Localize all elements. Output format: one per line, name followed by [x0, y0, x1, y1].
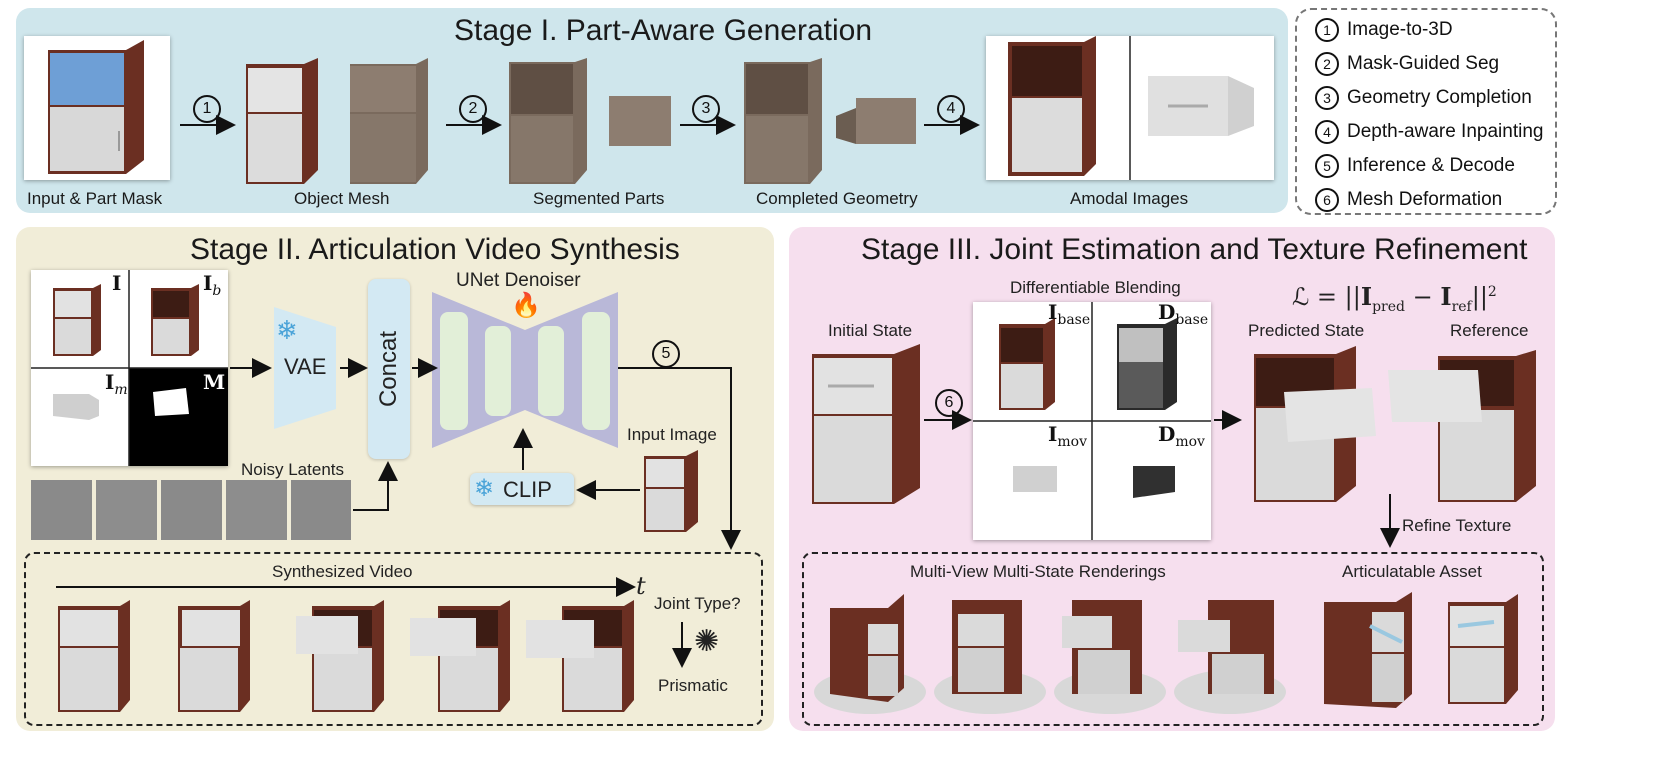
noisy-latents-label: Noisy Latents	[241, 460, 344, 479]
fire-icon: 🔥	[511, 292, 541, 319]
frame-2	[178, 600, 250, 712]
multi-view-renderings	[814, 594, 1286, 714]
blend-label-dbase: Dbase	[1158, 300, 1209, 328]
input-part-mask-image	[24, 36, 170, 180]
segmented-parts-illustration	[509, 58, 671, 184]
differentiable-blending-label: Differentiable Blending	[1010, 278, 1181, 297]
noisy-latents-strip	[31, 480, 351, 540]
blend-label-ibase: Ibase	[1048, 300, 1091, 328]
grid-label-i: I	[112, 271, 122, 295]
vae-label: VAE	[284, 354, 327, 379]
concat-label: Concat	[375, 330, 402, 408]
completed-geometry-illustration	[744, 58, 916, 184]
vae-block	[274, 307, 336, 429]
input-image-cabinet	[644, 450, 698, 532]
conditioning-grid-illustration	[31, 270, 228, 466]
articulatable-asset	[1324, 592, 1518, 708]
step3-marker: 3	[692, 95, 720, 123]
unet-block	[432, 292, 618, 448]
loss-formula: ℒ = ||Ipred − Iref||2	[1292, 282, 1497, 315]
frame-3	[296, 600, 384, 712]
amodal-images-box	[986, 36, 1274, 180]
blending-grid	[973, 302, 1211, 540]
asset-view-1	[1324, 592, 1412, 708]
render-2	[934, 600, 1046, 714]
object-mesh-illustration	[246, 58, 428, 184]
stage1-title: Stage I. Part-Aware Generation	[454, 14, 873, 47]
concat-block	[368, 279, 410, 459]
clip-block	[470, 473, 574, 505]
grid-label-m: M	[203, 370, 226, 394]
input-image-label: Input Image	[627, 425, 717, 444]
input-part-mask-label: Input & Part Mask	[27, 189, 163, 208]
initial-state-cabinet	[812, 344, 920, 504]
initial-state-label: Initial State	[828, 321, 913, 340]
segmented-parts-label: Segmented Parts	[533, 189, 665, 208]
video-frames	[58, 600, 634, 712]
step5-marker: 5	[652, 340, 680, 368]
renderings-box	[802, 552, 1544, 726]
predicted-state-cabinet	[1254, 346, 1376, 502]
articulatable-asset-label: Articulatable Asset	[1342, 562, 1482, 581]
stage3-title: Stage III. Joint Estimation and Texture …	[861, 233, 1528, 266]
grid-label-im: Im	[105, 370, 128, 398]
clip-label: CLIP	[503, 477, 552, 502]
blend-label-dmov: Dmov	[1158, 422, 1205, 450]
synthesized-video-label: Synthesized Video	[272, 562, 413, 581]
render-4	[1174, 600, 1286, 714]
joint-type-answer: Prismatic	[658, 676, 728, 695]
blend-label-imov: Imov	[1048, 422, 1087, 450]
llm-logo-icon: ✺	[694, 625, 720, 658]
joint-type-question: Joint Type?	[654, 594, 741, 613]
stage2-title: Stage II. Articulation Video Synthesis	[190, 233, 680, 266]
object-mesh-label: Object Mesh	[294, 189, 390, 208]
reference-cabinet	[1388, 350, 1536, 502]
step4-marker: 4	[937, 95, 965, 123]
render-3	[1054, 600, 1166, 714]
step1-marker: 1	[193, 95, 221, 123]
synthesized-video-box	[24, 552, 763, 726]
vae-snowflake-icon: ❄	[276, 315, 298, 345]
amodal-images-label: Amodal Images	[1070, 189, 1189, 208]
frame-1	[58, 600, 130, 712]
clip-snowflake-icon: ❄	[474, 475, 495, 502]
time-symbol: t	[636, 572, 646, 600]
unet-label: UNet Denoiser	[456, 270, 581, 291]
cabinet-mask-illustration	[48, 40, 144, 174]
asset-view-2	[1448, 594, 1518, 704]
refine-texture-label: Refine Texture	[1402, 516, 1512, 535]
grid-label-ib: Ib	[203, 271, 222, 299]
legend-panel	[1295, 8, 1557, 215]
render-1	[814, 594, 926, 714]
conditioning-grid	[31, 270, 228, 466]
step2-marker: 2	[459, 95, 487, 123]
frame-5	[526, 600, 634, 712]
reference-label: Reference	[1450, 321, 1529, 340]
blending-grid-illustration	[973, 302, 1211, 540]
step6-marker: 6	[935, 389, 963, 417]
renderings-label: Multi-View Multi-State Renderings	[910, 562, 1166, 581]
frame-4	[410, 600, 510, 712]
amodal-images-illustration	[1008, 36, 1254, 180]
completed-geometry-label: Completed Geometry	[756, 189, 918, 208]
predicted-state-label: Predicted State	[1248, 321, 1365, 340]
